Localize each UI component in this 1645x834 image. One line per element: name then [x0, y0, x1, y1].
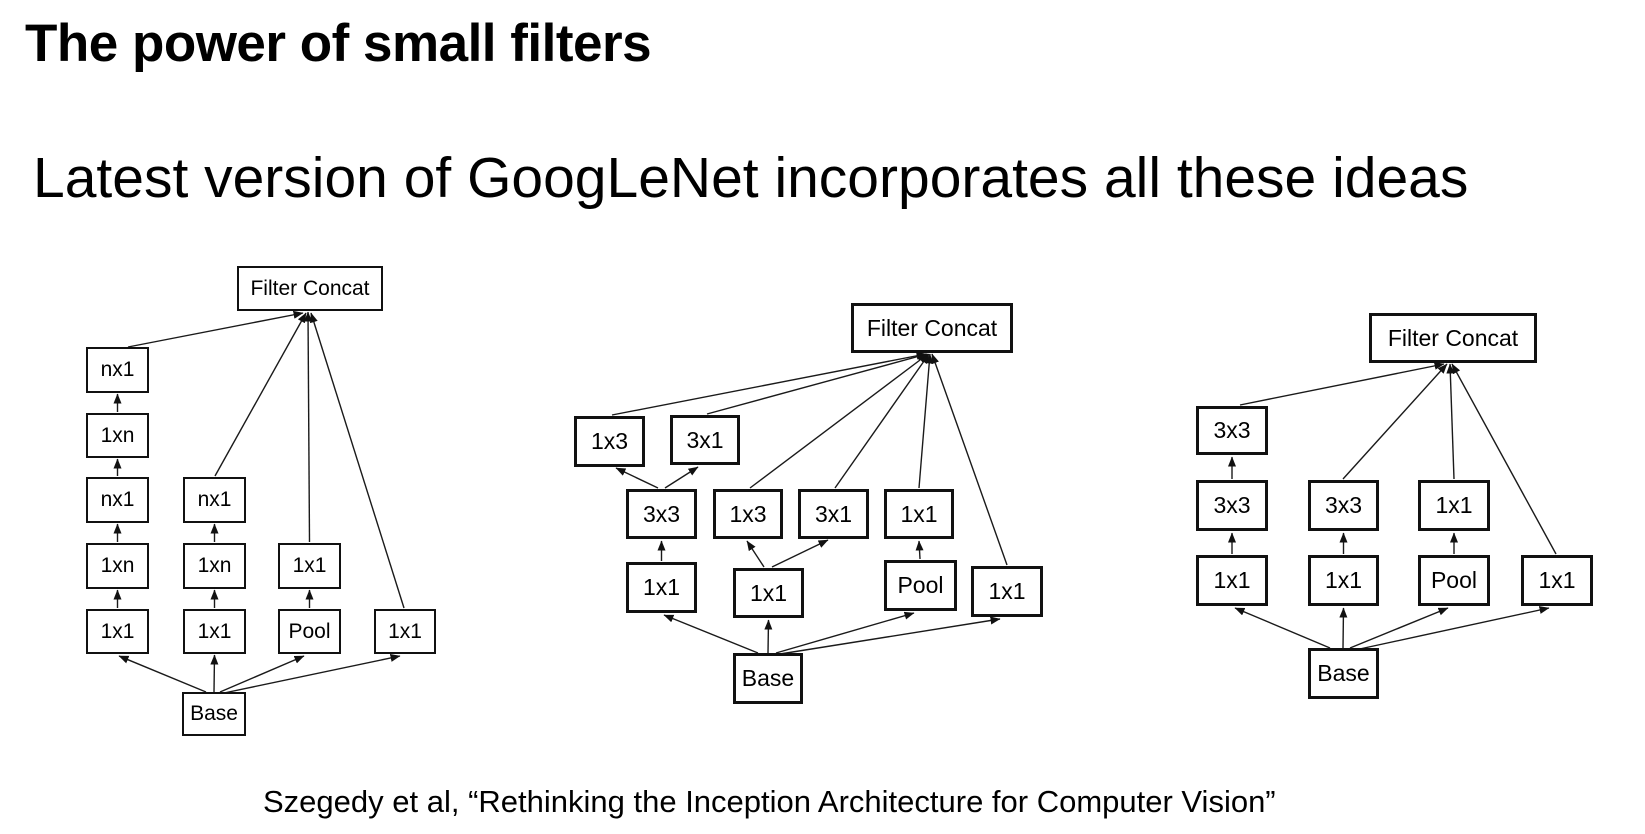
d2-top-1x3-box: 1x3: [574, 416, 645, 467]
d3-row3-1x1-box-3: 1x1: [1521, 555, 1593, 606]
slide-subtitle: Latest version of GoogLeNet incorporates…: [33, 146, 1469, 210]
d1-col1-nx1-box: nx1: [86, 347, 149, 393]
d1-col1-1xn-box-2: 1xn: [86, 543, 149, 589]
d1-col1-nx1-box-2: nx1: [86, 477, 149, 523]
d1-col2-1xn-box: 1xn: [183, 543, 246, 589]
d3-base-box: Base: [1308, 648, 1379, 699]
d2-row3-1x1-box-3: 1x1: [971, 566, 1043, 617]
d1-col2-nx1-box: nx1: [183, 477, 246, 523]
d3-top-3x3-box: 3x3: [1196, 406, 1268, 455]
d1-filter-concat-box: Filter Concat: [237, 266, 383, 311]
d1-col1-1xn-box: 1xn: [86, 413, 149, 458]
d2-row2-3x1-box: 3x1: [798, 489, 869, 539]
d1-col3-1x1-box: 1x1: [278, 543, 341, 589]
slide-title: The power of small filters: [25, 14, 652, 73]
d1-col4-1x1-box: 1x1: [374, 609, 436, 654]
d2-row3-1x1-box: 1x1: [626, 562, 697, 613]
connectors-inception-nx1-module: [113, 310, 405, 694]
d3-row2-1x1-box: 1x1: [1418, 480, 1490, 531]
d1-col2-1x1-box: 1x1: [183, 609, 246, 654]
d2-filter-concat-box: Filter Concat: [851, 303, 1013, 353]
d2-row3-pool-box: Pool: [884, 560, 957, 611]
paper-citation: Szegedy et al, “Rethinking the Inception…: [263, 784, 1276, 819]
d3-row2-3x3-box: 3x3: [1196, 480, 1268, 531]
d3-row2-3x3-box-2: 3x3: [1308, 480, 1379, 531]
connectors-inception-3x3-module: [1228, 361, 1557, 651]
d1-col3-pool-box: Pool: [278, 609, 341, 654]
d1-base-box: Base: [182, 692, 246, 736]
d2-row2-3x3-box: 3x3: [626, 489, 697, 539]
d3-filter-concat-box: Filter Concat: [1369, 313, 1537, 363]
d3-row3-pool-box: Pool: [1418, 555, 1490, 606]
d2-row2-1x3-box: 1x3: [713, 489, 783, 539]
d3-row3-1x1-box-2: 1x1: [1308, 555, 1379, 606]
d1-col1-1x1-box: 1x1: [86, 609, 149, 654]
d3-row3-1x1-box: 1x1: [1196, 555, 1268, 606]
d2-row2-1x1-box: 1x1: [884, 489, 954, 539]
d2-top-3x1-box: 3x1: [670, 415, 740, 465]
d2-row3-1x1-box-2: 1x1: [733, 568, 804, 618]
d2-base-box: Base: [733, 653, 803, 704]
